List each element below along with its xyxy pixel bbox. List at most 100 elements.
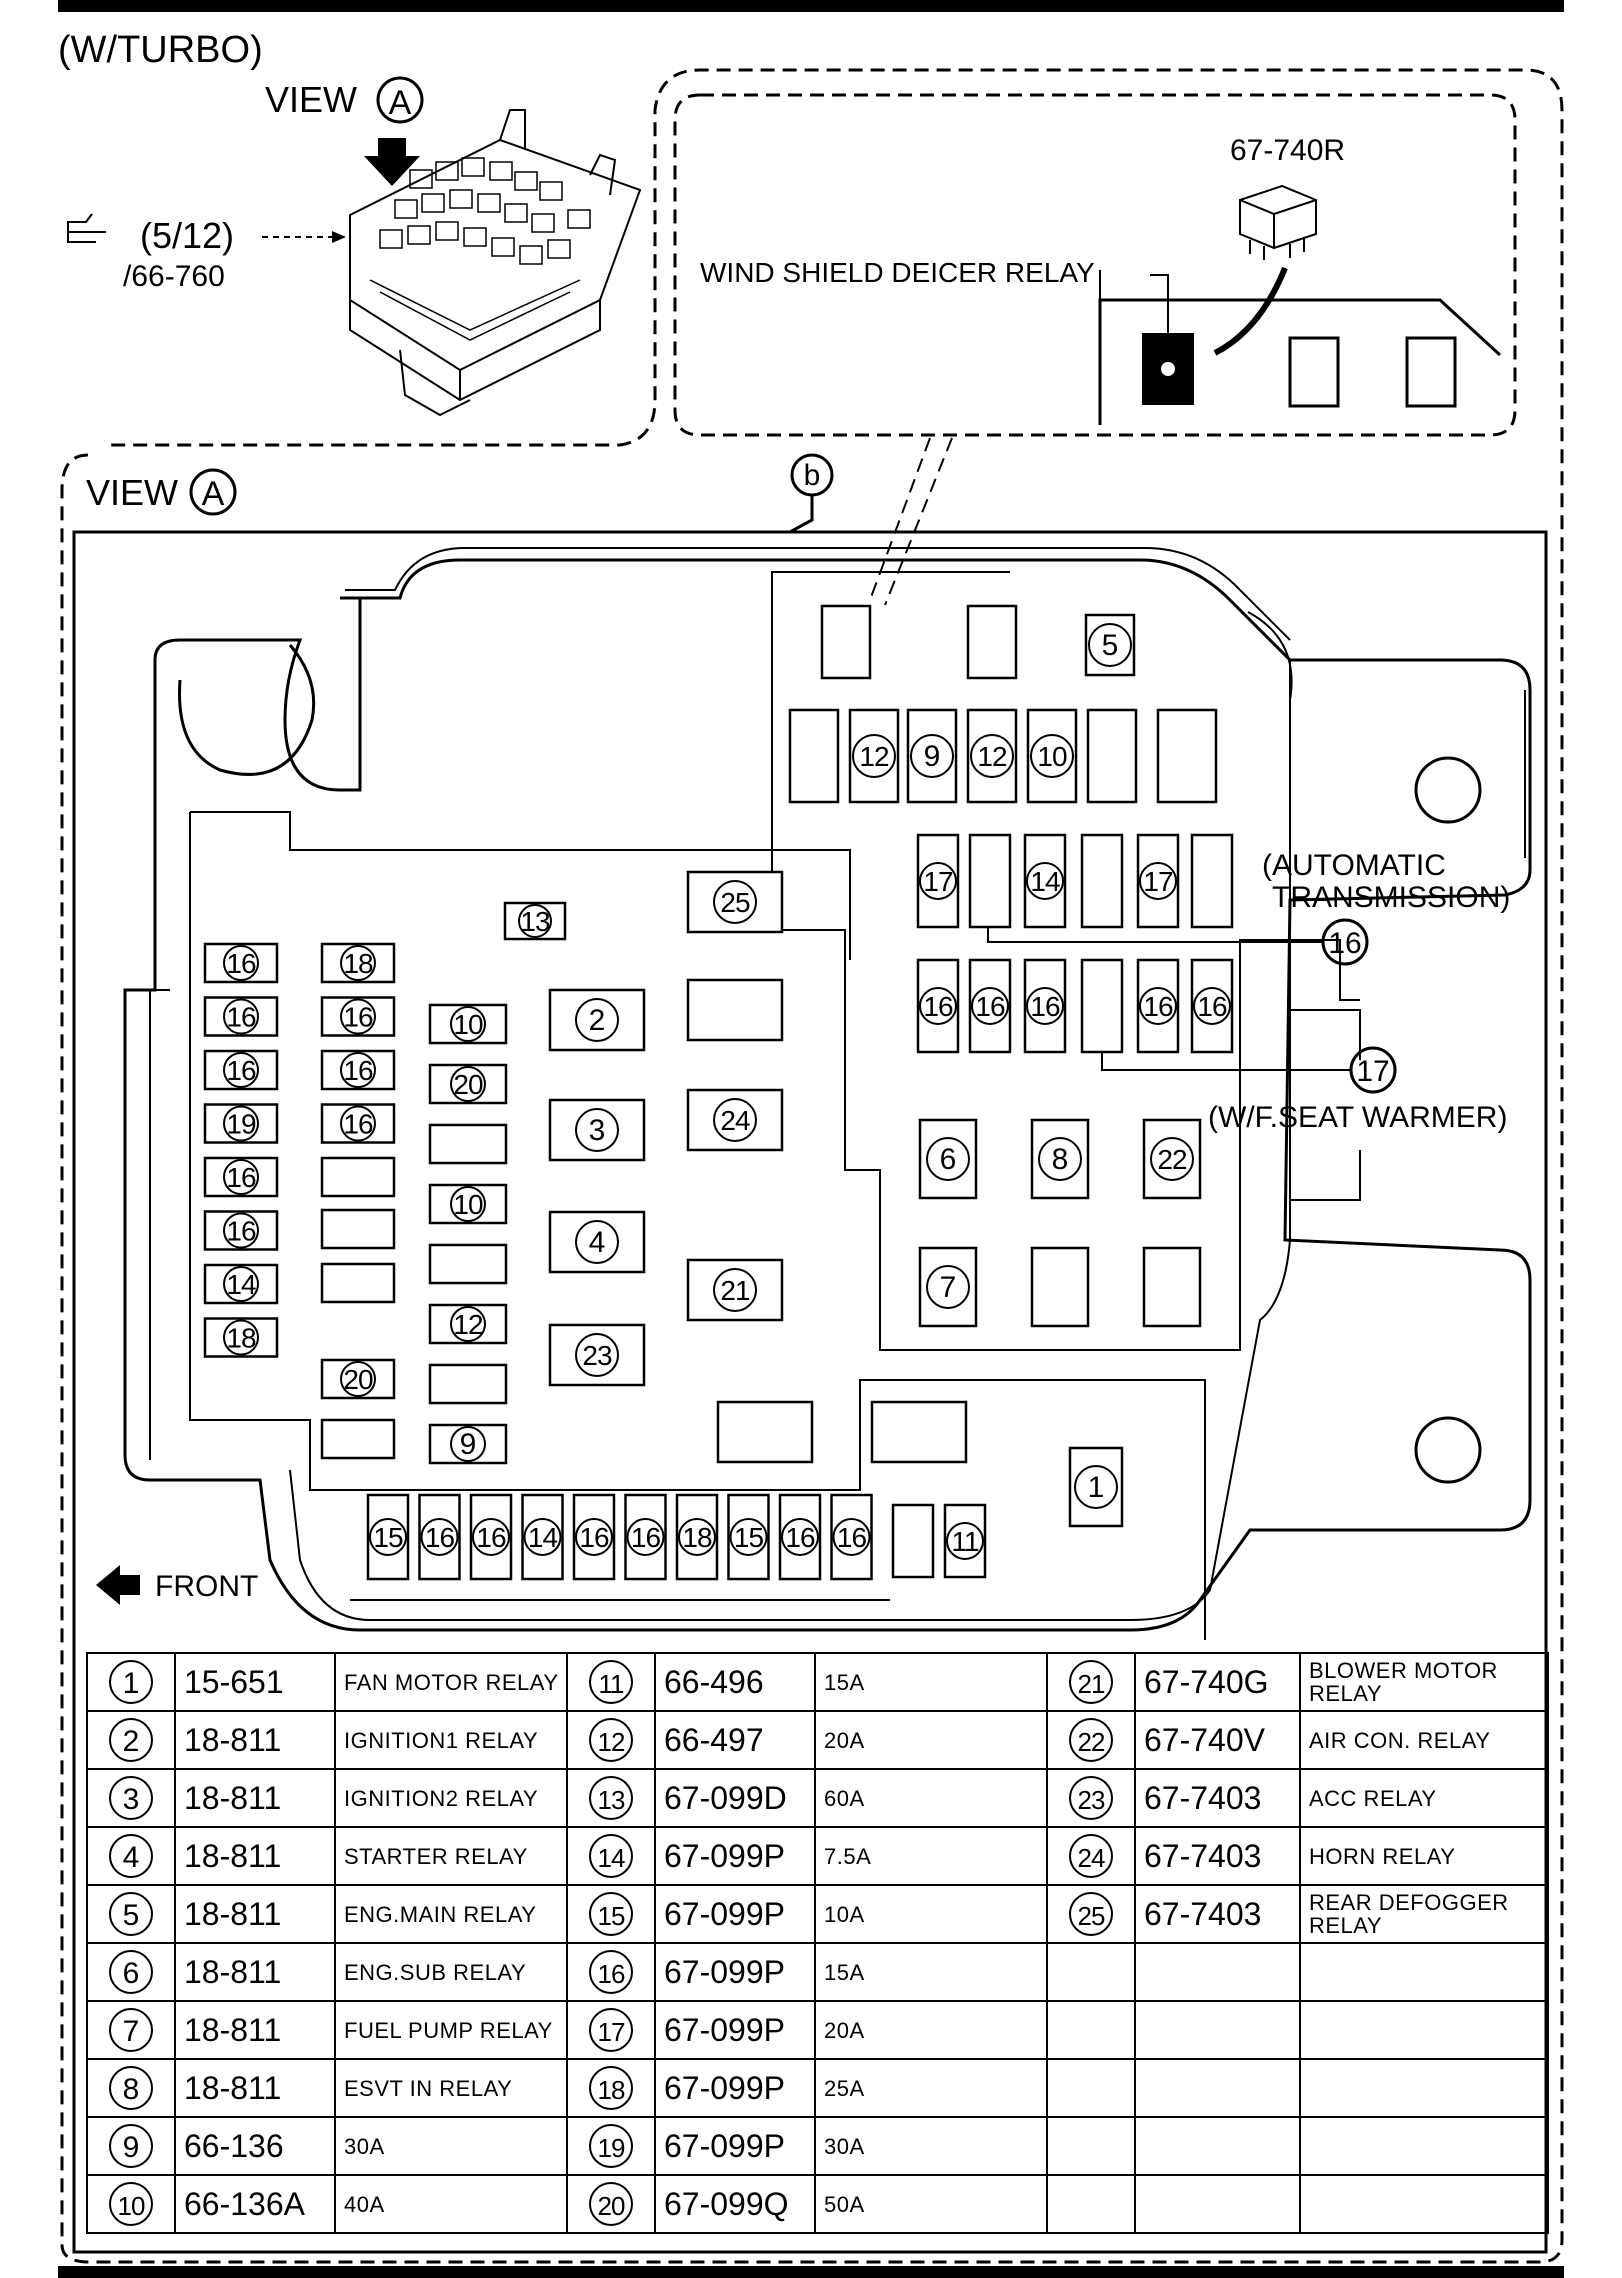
- item-number-cell: 13: [566, 1768, 656, 1828]
- bottom-fuse-1-circle: [420, 1518, 459, 1556]
- view-a-dashed-outline: [60, 68, 1564, 2264]
- relay-blank-c-slot: [686, 978, 784, 1042]
- part-number: 66-497: [654, 1710, 816, 1770]
- bottom-fuse-2-label: 16: [476, 1522, 506, 1553]
- relay-22-slot: [1142, 1118, 1202, 1200]
- part-number: 67-099P: [654, 1826, 816, 1886]
- part-description: ENG.MAIN RELAY: [334, 1884, 568, 1944]
- fuse-13-circle: [518, 904, 552, 938]
- r4-fuse-3-label: 16: [1143, 991, 1173, 1022]
- part-description: IGNITION1 RELAY: [334, 1710, 568, 1770]
- item-number: 22: [1069, 1718, 1113, 1762]
- relay-23-label: 23: [582, 1340, 612, 1371]
- part-description: 7.5A: [814, 1826, 1048, 1886]
- part-number: 67-099P: [654, 2116, 816, 2176]
- part-number: 67-099D: [654, 1768, 816, 1828]
- part-description: 10A: [814, 1884, 1048, 1944]
- part-description: 40A: [334, 2174, 568, 2234]
- r3-fuse-0-label: 17: [923, 866, 953, 897]
- l1-fuse-0-label: 16: [226, 948, 256, 979]
- item-number: 19: [589, 2124, 633, 2168]
- part-description: 20A: [814, 1710, 1048, 1770]
- part-number: 67-099Q: [654, 2174, 816, 2234]
- part-description: [1299, 1942, 1549, 2002]
- l2-fuse-3-label: 16: [343, 1109, 373, 1140]
- right-top-b-slot: [966, 604, 1018, 680]
- l1-fuse-6-label: 14: [226, 1269, 256, 1300]
- front-label: FRONT: [155, 1570, 258, 1603]
- r3-fuse-2-circle: [1139, 862, 1177, 900]
- item-number: 21: [1069, 1660, 1113, 1704]
- callout-b: b: [804, 459, 821, 492]
- part-number: [1134, 1942, 1301, 2002]
- l1-fuse-2-label: 16: [226, 1055, 256, 1086]
- relay-25-circle: [713, 880, 757, 924]
- r4-fuse-3-circle: [1139, 987, 1177, 1025]
- part-number: 18-811: [174, 2058, 336, 2118]
- bottom-fuse-5-slot: [624, 1493, 667, 1581]
- item-number: 17: [589, 2008, 633, 2052]
- relay-1-circle: [1074, 1465, 1118, 1509]
- bottom-fuse-5-circle: [626, 1518, 665, 1556]
- item-number-cell: 12: [566, 1710, 656, 1770]
- fuse-11-slot: [943, 1503, 987, 1579]
- relay-6-circle: [926, 1137, 970, 1181]
- l1-fuse-4-circle: [223, 1159, 259, 1195]
- r3-fuse-1-label: 14: [1030, 866, 1060, 897]
- part-number: 18-811: [174, 1884, 336, 1944]
- bottom-fuse-4-slot: [572, 1493, 616, 1581]
- l3-fuse-4-slot: [428, 1243, 508, 1285]
- item-number: 16: [589, 1950, 633, 1994]
- l2-fuse-0-label: 18: [343, 948, 373, 979]
- relay-5-label: 5: [1102, 629, 1119, 662]
- relay-blank-a-slot: [1030, 1246, 1090, 1328]
- r4-fuse-0-slot: [916, 958, 960, 1054]
- relay-2-circle: [575, 998, 619, 1042]
- l2-fuse-3-circle: [340, 1105, 376, 1142]
- item-number-cell: 20: [566, 2174, 656, 2234]
- item-number: 1: [109, 1660, 153, 1704]
- part-description: FUEL PUMP RELAY: [334, 2000, 568, 2060]
- l1-fuse-4-slot: [203, 1156, 279, 1198]
- l3-fuse-0-slot: [428, 1003, 508, 1045]
- note-transmission: TRANSMISSION): [1272, 881, 1510, 914]
- view-a-ref: A: [202, 475, 225, 513]
- l2-fuse-2-label: 16: [343, 1055, 373, 1086]
- relay-7-slot: [918, 1246, 978, 1328]
- l3-fuse-7-slot: [428, 1423, 508, 1465]
- r4-fuse-0-circle: [919, 987, 957, 1025]
- part-description: 50A: [814, 2174, 1048, 2234]
- r3-fuse-1-slot: [1023, 833, 1067, 929]
- item-number-cell: [1046, 2000, 1136, 2060]
- l3-fuse-2-slot: [428, 1123, 508, 1165]
- part-number: 15-651: [174, 1652, 336, 1712]
- bottom-fuse-9-slot: [830, 1493, 873, 1581]
- l2-fuse-20-slot: [320, 1358, 396, 1400]
- part-number: 66-136: [174, 2116, 336, 2176]
- r2-fuse-3-label: 10: [1037, 741, 1067, 772]
- r3-fuse-1-circle: [1026, 862, 1064, 900]
- fuse-11-circle: [946, 1522, 984, 1560]
- r2-fuse-1-label: 9: [924, 740, 941, 773]
- item-number-cell: 3: [86, 1768, 176, 1828]
- r2-fuse-1-slot: [906, 708, 958, 804]
- r4-fuse-0-label: 16: [923, 991, 953, 1022]
- part-description: [1299, 2058, 1549, 2118]
- relay-21-label: 21: [720, 1275, 750, 1306]
- item-number-cell: 17: [566, 2000, 656, 2060]
- r4-fuse-1-circle: [971, 987, 1009, 1025]
- part-number: [1134, 2000, 1301, 2060]
- relay-22-label: 22: [1157, 1144, 1187, 1175]
- bottom-fuse-1-slot: [418, 1493, 461, 1581]
- r3-d-slot: [1190, 833, 1234, 929]
- part-description: [1299, 2000, 1549, 2060]
- l2-fuse-2-circle: [340, 1052, 376, 1088]
- item-number-cell: 2: [86, 1710, 176, 1770]
- item-number-cell: 24: [1046, 1826, 1136, 1886]
- l3-fuse-5-label: 12: [453, 1309, 483, 1340]
- l1-fuse-3-slot: [203, 1103, 279, 1144]
